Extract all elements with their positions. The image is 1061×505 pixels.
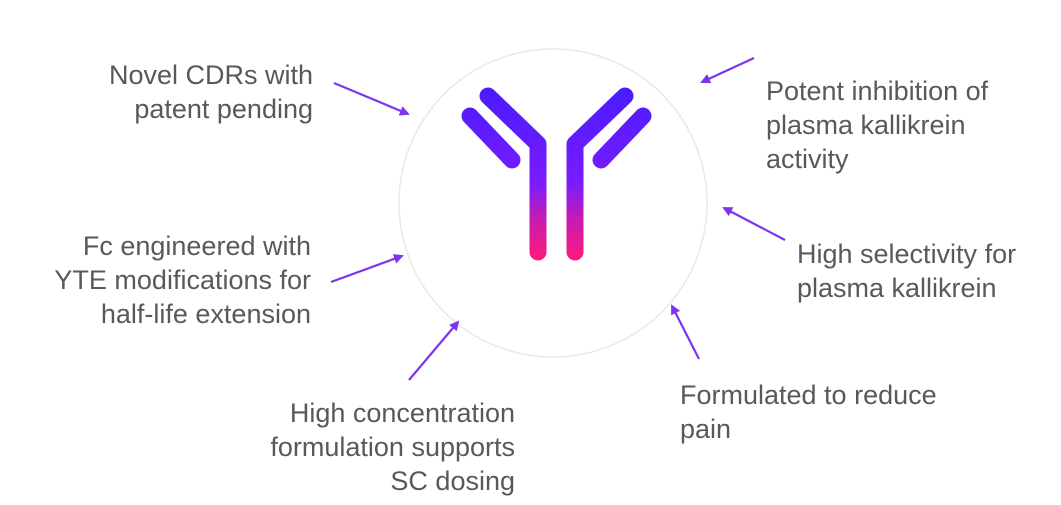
label-high-concentration: High concentration formulation supports … <box>270 398 515 496</box>
arrow-potent-inhibition <box>700 57 755 84</box>
antibody-icon <box>461 87 652 261</box>
arrow-high-concentration <box>408 320 460 381</box>
label-potent-inhibition: Potent inhibition of plasma kallikrein a… <box>766 76 989 174</box>
label-high-selectivity: High selectivity for plasma kallikrein <box>797 239 1017 303</box>
label-formulated: Formulated to reduce pain <box>680 380 937 444</box>
center-circle <box>398 48 708 358</box>
arrow-fc-engineered <box>330 254 404 284</box>
label-novel-cdrs: Novel CDRs with patent pending <box>108 60 313 124</box>
arrow-formulated <box>671 304 700 360</box>
arrow-high-selectivity <box>722 207 786 241</box>
arrow-novel-cdrs <box>333 81 410 116</box>
label-fc-engineered: Fc engineered with YTE modifications for… <box>54 231 311 329</box>
